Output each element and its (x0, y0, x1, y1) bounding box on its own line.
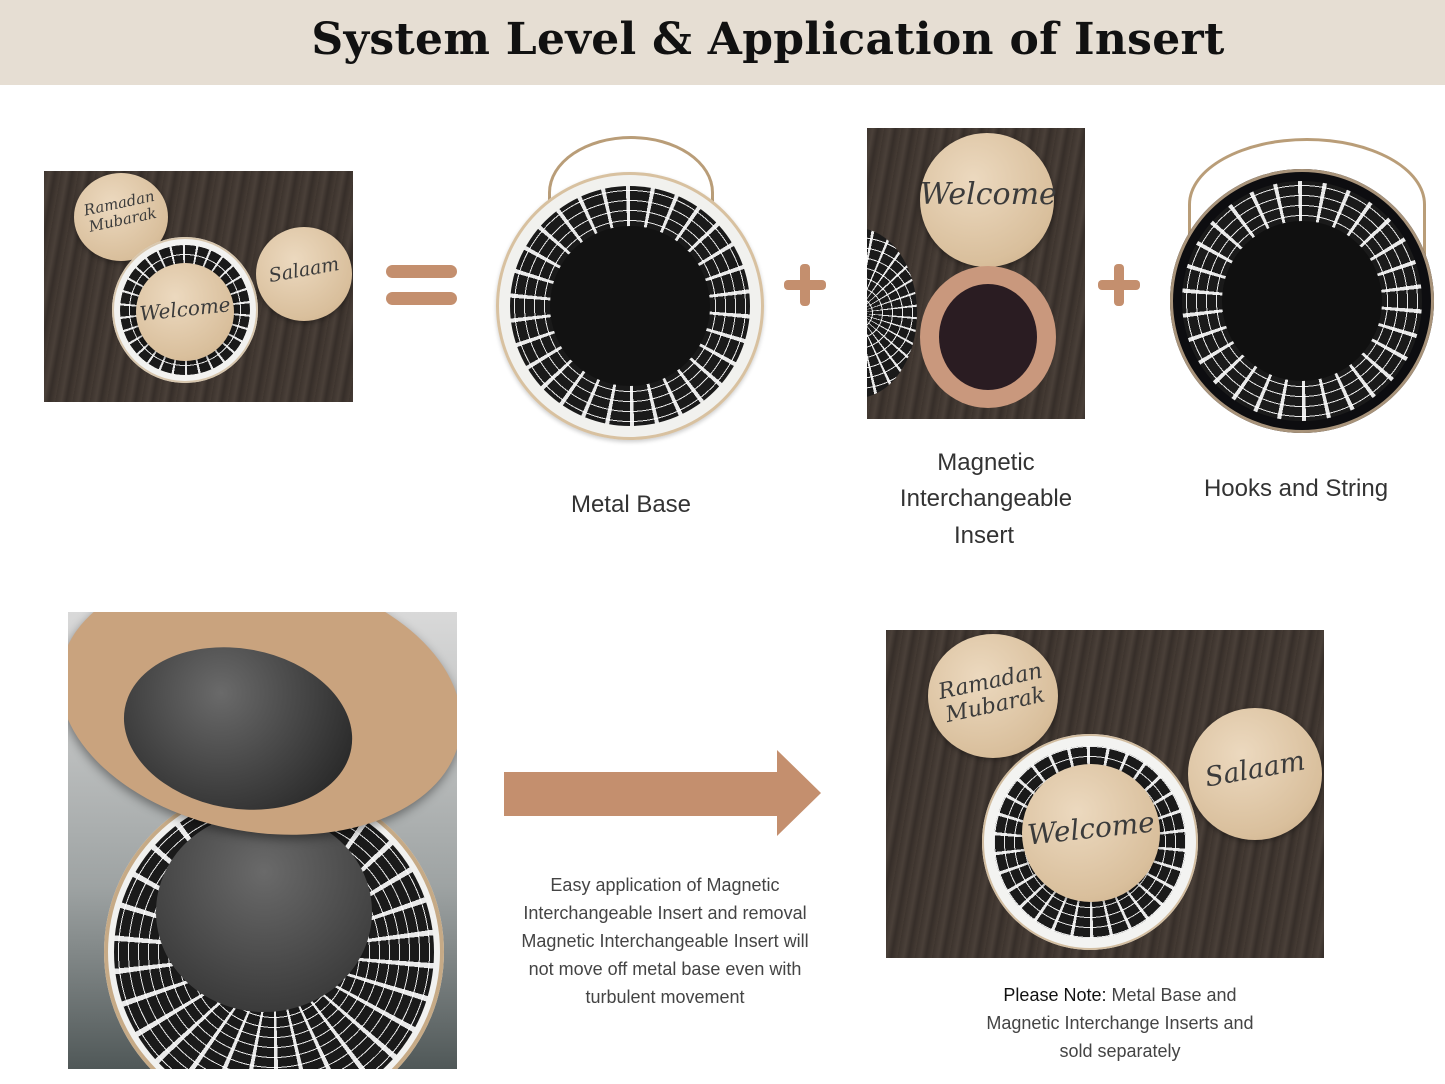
application-line-5: turbulent movement (585, 987, 745, 1007)
title-banner (0, 0, 1445, 85)
equals-sign-top (386, 265, 457, 278)
photo-result: Ramadan Mubarak Welcome Salaam (886, 630, 1324, 958)
plus-sign-1-v (800, 264, 810, 306)
welcome-sign: Welcome (136, 263, 234, 361)
photo-application (68, 612, 457, 1069)
note-line-1: Metal Base and (1106, 985, 1237, 1005)
hooks-label: Hooks and String (1203, 475, 1389, 502)
note-caption: Please Note: Metal Base and Magnetic Int… (950, 981, 1290, 1065)
page-title: System Level & Application of Insert (311, 14, 1225, 65)
arrow-head (777, 750, 821, 836)
application-line-4: not move off metal base even with (528, 959, 802, 979)
result-ramadan-mubarak-sign: Ramadan Mubarak (928, 634, 1058, 758)
application-line-1: Easy application of Magnetic (550, 875, 780, 895)
hanging-string (548, 136, 714, 249)
insert-label-line-1: Magnetic (937, 449, 1035, 476)
welcome-text: Welcome (138, 292, 232, 326)
insert-label-line-2: Interchangeable (899, 485, 1073, 512)
metal-base-label: Metal Base (570, 491, 692, 518)
result-welcome-sign: Welcome (1022, 764, 1160, 902)
salaam-sign: Salaam (256, 227, 352, 321)
application-line-2: Interchangeable Insert and removal (523, 903, 807, 923)
photo-assembled-set: Ramadan Mubarak Welcome Salaam (44, 171, 353, 402)
partial-base-lace (867, 228, 917, 398)
arrow-right (504, 772, 781, 816)
lifted-insert-board (68, 612, 457, 866)
result-welcome-text: Welcome (1025, 805, 1157, 852)
insert-welcome-text: Welcome (920, 177, 1057, 212)
note-line-3: sold separately (1059, 1041, 1181, 1061)
result-ramadan-mubarak-text: Ramadan Mubarak (936, 658, 1048, 728)
hooks-string (1188, 138, 1426, 271)
insert-label-line-3: Insert (953, 522, 1015, 549)
result-salaam-sign: Salaam (1188, 708, 1322, 840)
application-caption: Easy application of Magnetic Interchange… (495, 871, 835, 1011)
note-bold: Please Note: (1003, 985, 1107, 1005)
photo-magnetic-insert: Welcome (867, 128, 1085, 419)
plus-sign-2-v (1114, 264, 1124, 306)
equals-sign-bottom (386, 292, 457, 305)
applied-base-center (156, 812, 372, 1012)
lifted-insert-magnet (110, 629, 366, 828)
result-salaam-text: Salaam (1202, 745, 1308, 794)
insert-magnet (939, 284, 1037, 390)
insert-welcome-sign: Welcome (920, 133, 1057, 267)
note-line-2: Magnetic Interchange Inserts and (986, 1013, 1254, 1033)
application-line-3: Magnetic Interchangeable Insert will (521, 931, 809, 951)
hooks-base-center (1222, 221, 1382, 381)
salaam-text: Salaam (267, 252, 341, 288)
ramadan-mubarak-text: Ramadan Mubarak (82, 186, 159, 236)
metal-base-center (550, 226, 710, 386)
